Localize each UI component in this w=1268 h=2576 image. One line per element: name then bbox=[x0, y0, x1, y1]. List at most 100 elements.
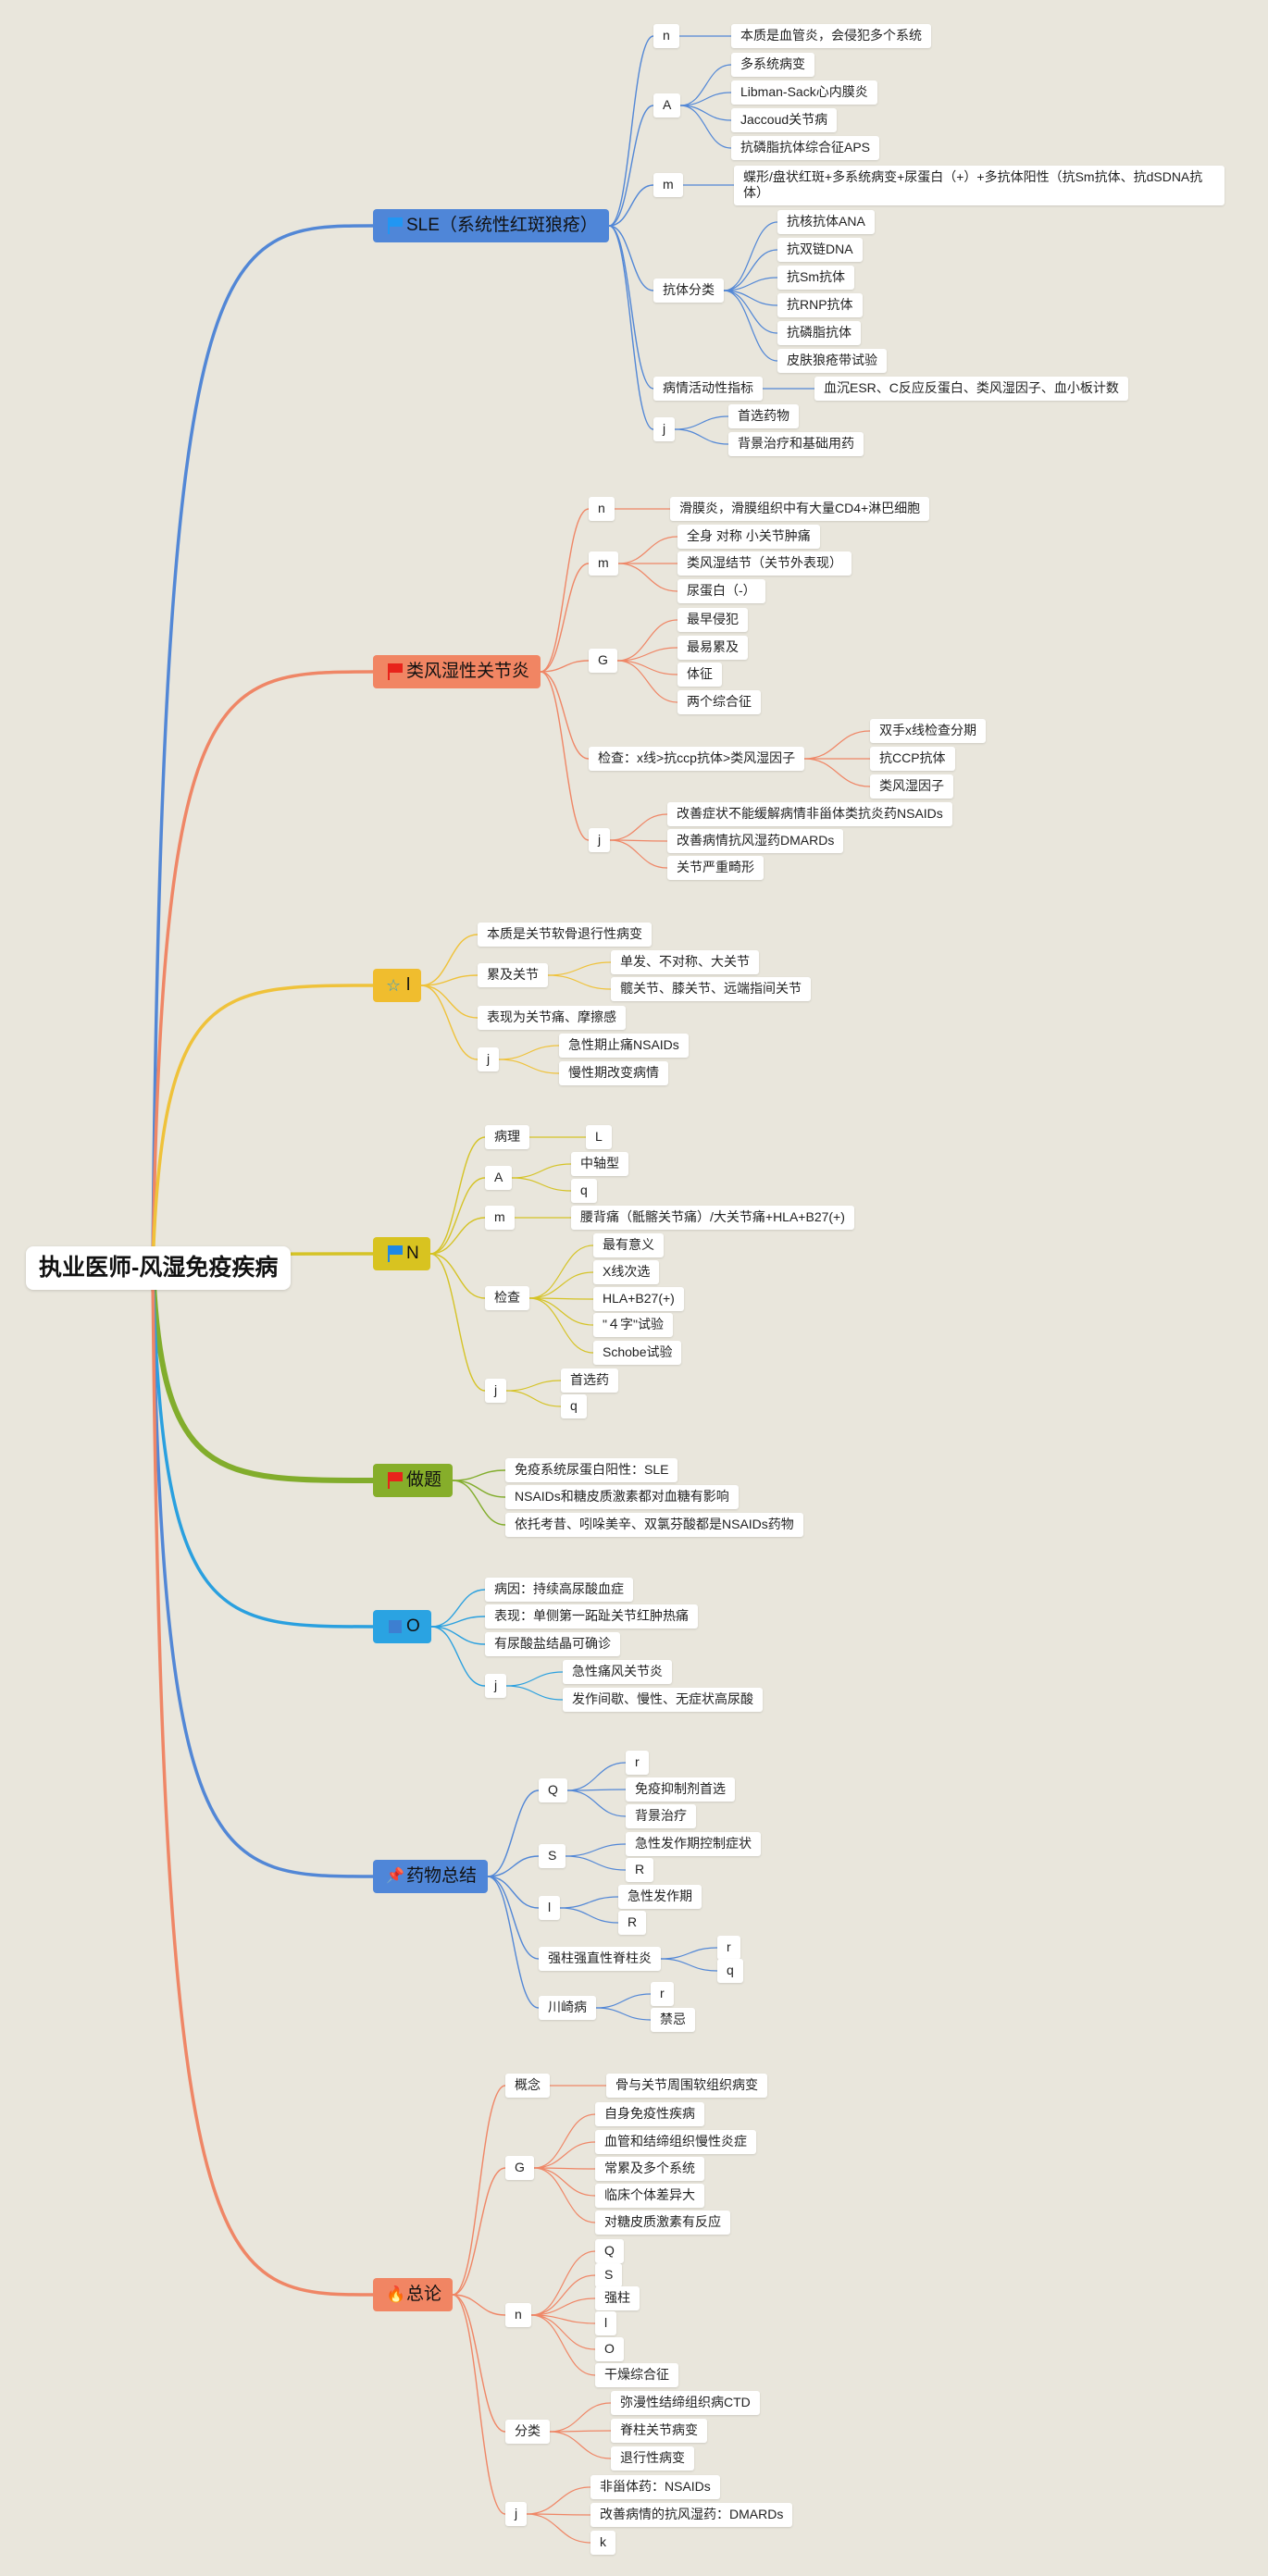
subtopic-node[interactable]: Q bbox=[539, 1778, 567, 1802]
main-branch-1[interactable]: SLE（系统性红斑狼疮） bbox=[373, 209, 609, 242]
leaf-node[interactable]: l bbox=[595, 2311, 617, 2335]
leaf-node[interactable]: 病因：持续高尿酸血症 bbox=[485, 1578, 633, 1602]
leaf-node[interactable]: 依托考昔、吲哚美辛、双氯芬酸都是NSAIDs药物 bbox=[505, 1513, 803, 1537]
leaf-node[interactable]: 类风湿结节（关节外表现） bbox=[678, 551, 852, 576]
leaf-node[interactable]: 常累及多个系统 bbox=[595, 2157, 704, 2181]
subtopic-node[interactable]: G bbox=[589, 649, 617, 673]
leaf-node[interactable]: O bbox=[595, 2337, 624, 2361]
leaf-node[interactable]: 背景治疗和基础用药 bbox=[728, 432, 864, 456]
leaf-node[interactable]: 抗双链DNA bbox=[777, 238, 863, 262]
subtopic-node[interactable]: 检查：x线>抗ccp抗体>类风湿因子 bbox=[589, 747, 805, 771]
subtopic-node[interactable]: S bbox=[539, 1844, 566, 1868]
leaf-node[interactable]: 最易累及 bbox=[678, 636, 748, 660]
leaf-node[interactable]: S bbox=[595, 2263, 623, 2287]
leaf-node[interactable]: NSAIDs和糖皮质激素都对血糖有影响 bbox=[505, 1485, 739, 1509]
leaf-node[interactable]: 蝶形/盘状红斑+多系统病变+尿蛋白（+）+多抗体阳性（抗Sm抗体、抗dSDNA抗… bbox=[734, 165, 1224, 205]
leaf-node[interactable]: k bbox=[590, 2531, 615, 2555]
leaf-node[interactable]: 关节严重畸形 bbox=[667, 856, 764, 880]
leaf-node[interactable]: 非甾体药：NSAIDs bbox=[590, 2475, 720, 2499]
subtopic-node[interactable]: G bbox=[505, 2156, 534, 2180]
leaf-node[interactable]: 抗磷脂抗体 bbox=[777, 321, 861, 345]
leaf-node[interactable]: 免疫系统尿蛋白阳性：SLE bbox=[505, 1458, 678, 1482]
leaf-node[interactable]: X线次选 bbox=[593, 1260, 660, 1284]
subtopic-node[interactable]: 检查 bbox=[485, 1286, 529, 1310]
subtopic-node[interactable]: n bbox=[589, 497, 615, 521]
leaf-node[interactable]: 多系统病变 bbox=[731, 53, 814, 77]
leaf-node[interactable]: 弥漫性结缔组织病CTD bbox=[611, 2391, 760, 2415]
main-branch-4[interactable]: N bbox=[373, 1237, 430, 1270]
leaf-node[interactable]: 禁忌 bbox=[651, 2008, 695, 2032]
leaf-node[interactable]: 尿蛋白（-） bbox=[678, 579, 765, 603]
leaf-node[interactable]: "４字"试验 bbox=[593, 1313, 673, 1337]
leaf-node[interactable]: 干燥综合征 bbox=[595, 2363, 678, 2387]
leaf-node[interactable]: 全身 对称 小关节肿痛 bbox=[678, 525, 820, 549]
subtopic-node[interactable]: j bbox=[589, 828, 611, 852]
leaf-node[interactable]: 抗CCP抗体 bbox=[870, 747, 955, 771]
leaf-node[interactable]: 本质是关节软骨退行性病变 bbox=[478, 923, 652, 947]
leaf-node[interactable]: 退行性病变 bbox=[611, 2446, 694, 2471]
leaf-node[interactable]: 抗RNP抗体 bbox=[777, 293, 863, 317]
subtopic-node[interactable]: m bbox=[485, 1206, 515, 1230]
leaf-node[interactable]: r bbox=[717, 1936, 740, 1960]
leaf-node[interactable]: 髋关节、膝关节、远端指间关节 bbox=[611, 977, 811, 1001]
leaf-node[interactable]: HLA+B27(+) bbox=[593, 1287, 684, 1311]
subtopic-node[interactable]: n bbox=[505, 2303, 531, 2327]
leaf-node[interactable]: R bbox=[618, 1911, 647, 1935]
leaf-node[interactable]: Jaccoud关节病 bbox=[731, 108, 838, 132]
leaf-node[interactable]: 血沉ESR、C反应反蛋白、类风湿因子、血小板计数 bbox=[814, 377, 1128, 401]
subtopic-node[interactable]: A bbox=[485, 1166, 513, 1190]
subtopic-node[interactable]: 病情活动性指标 bbox=[653, 377, 763, 401]
leaf-node[interactable]: 免疫抑制剂首选 bbox=[626, 1777, 735, 1802]
leaf-node[interactable]: 改善病情的抗风湿药：DMARDs bbox=[590, 2503, 793, 2527]
leaf-node[interactable]: 急性期止痛NSAIDs bbox=[559, 1034, 689, 1058]
main-branch-8[interactable]: 🔥总论 bbox=[373, 2278, 454, 2311]
leaf-node[interactable]: 临床个体差异大 bbox=[595, 2184, 704, 2208]
leaf-node[interactable]: Libman-Sack心内膜炎 bbox=[731, 80, 877, 105]
main-branch-7[interactable]: 📌药物总结 bbox=[373, 1860, 489, 1893]
subtopic-node[interactable]: j bbox=[485, 1379, 507, 1403]
leaf-node[interactable]: 骨与关节周围软组织病变 bbox=[606, 2074, 767, 2098]
leaf-node[interactable]: q bbox=[717, 1959, 743, 1983]
leaf-node[interactable]: 急性痛风关节炎 bbox=[563, 1660, 672, 1684]
leaf-node[interactable]: 腰背痛（骶髂关节痛）/大关节痛+HLA+B27(+) bbox=[571, 1206, 854, 1230]
main-branch-5[interactable]: 做题 bbox=[373, 1464, 454, 1497]
subtopic-node[interactable]: m bbox=[653, 173, 683, 197]
leaf-node[interactable]: 本质是血管炎，会侵犯多个系统 bbox=[731, 24, 931, 48]
leaf-node[interactable]: 皮肤狼疮带试验 bbox=[777, 349, 887, 373]
leaf-node[interactable]: 慢性期改变病情 bbox=[559, 1061, 668, 1085]
leaf-node[interactable]: 抗磷脂抗体综合征APS bbox=[731, 136, 880, 160]
leaf-node[interactable]: 改善病情抗风湿药DMARDs bbox=[667, 829, 844, 853]
subtopic-node[interactable]: 病理 bbox=[485, 1125, 529, 1149]
leaf-node[interactable]: Schobe试验 bbox=[593, 1341, 682, 1365]
leaf-node[interactable]: 血管和结缔组织慢性炎症 bbox=[595, 2130, 756, 2154]
leaf-node[interactable]: 表现：单侧第一跖趾关节红肿热痛 bbox=[485, 1604, 698, 1629]
main-branch-3[interactable]: ☆l bbox=[373, 969, 422, 1002]
leaf-node[interactable]: 单发、不对称、大关节 bbox=[611, 950, 759, 974]
leaf-node[interactable]: r bbox=[626, 1751, 649, 1775]
leaf-node[interactable]: q bbox=[571, 1179, 597, 1203]
leaf-node[interactable]: 有尿酸盐结晶可确诊 bbox=[485, 1632, 620, 1656]
leaf-node[interactable]: r bbox=[651, 1982, 674, 2006]
leaf-node[interactable]: 抗核抗体ANA bbox=[777, 210, 875, 234]
subtopic-node[interactable]: 川崎病 bbox=[539, 1996, 596, 2020]
leaf-node[interactable]: 自身免疫性疾病 bbox=[595, 2102, 704, 2126]
leaf-node[interactable]: 急性发作期控制症状 bbox=[626, 1832, 761, 1856]
subtopic-node[interactable]: n bbox=[653, 24, 679, 48]
subtopic-node[interactable]: j bbox=[485, 1674, 507, 1698]
leaf-node[interactable]: 背景治疗 bbox=[626, 1804, 696, 1828]
subtopic-node[interactable]: 累及关节 bbox=[478, 963, 548, 987]
leaf-node[interactable]: 两个综合征 bbox=[678, 690, 761, 714]
leaf-node[interactable]: 脊柱关节病变 bbox=[611, 2419, 707, 2443]
leaf-node[interactable]: 双手x线检查分期 bbox=[870, 719, 986, 743]
leaf-node[interactable]: 对糖皮质激素有反应 bbox=[595, 2211, 730, 2235]
subtopic-node[interactable]: 抗体分类 bbox=[653, 279, 724, 303]
main-branch-2[interactable]: 类风湿性关节炎 bbox=[373, 655, 541, 688]
subtopic-node[interactable]: 概念 bbox=[505, 2074, 550, 2098]
leaf-node[interactable]: 体征 bbox=[678, 663, 722, 687]
leaf-node[interactable]: L bbox=[586, 1125, 612, 1149]
leaf-node[interactable]: 类风湿因子 bbox=[870, 774, 953, 799]
leaf-node[interactable]: 发作间歇、慢性、无症状高尿酸 bbox=[563, 1688, 763, 1712]
leaf-node[interactable]: 抗Sm抗体 bbox=[777, 266, 854, 290]
leaf-node[interactable]: Q bbox=[595, 2239, 624, 2263]
subtopic-node[interactable]: j bbox=[505, 2502, 528, 2526]
